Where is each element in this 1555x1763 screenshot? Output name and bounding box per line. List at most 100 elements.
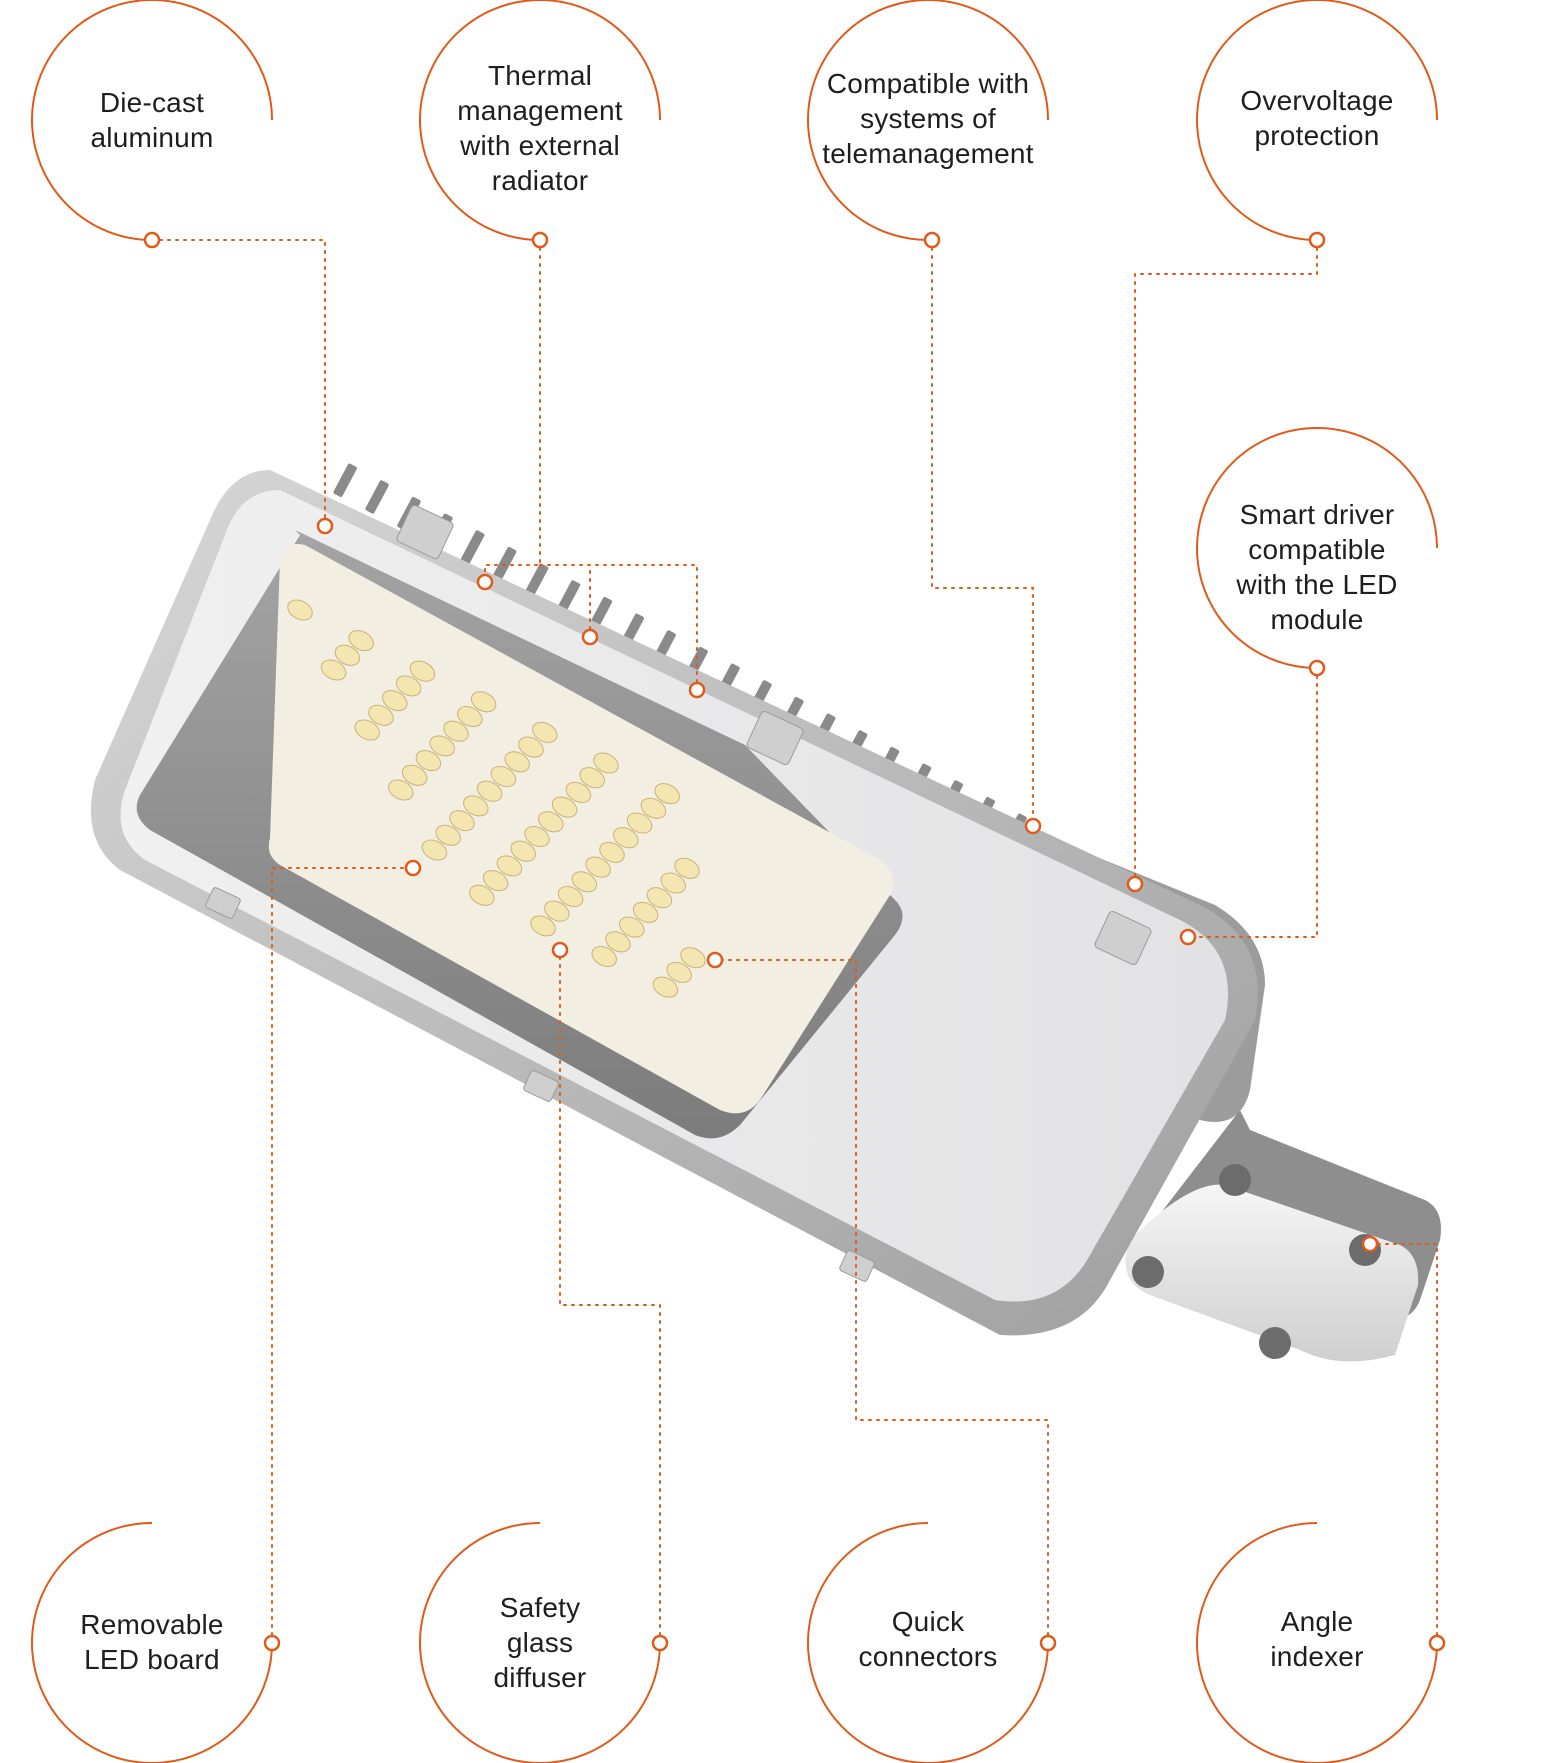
radiator-fin (556, 580, 581, 614)
leader-endpoint-marker (581, 628, 599, 646)
led-chip (435, 824, 461, 846)
led-chip (652, 976, 679, 998)
led-chip (585, 856, 611, 878)
led-chip (666, 961, 692, 983)
mount-bolts (1132, 1164, 1381, 1359)
led-chip (421, 839, 448, 861)
leader-endpoint-marker (1361, 1235, 1379, 1253)
callout-arc-safety-glass-diffuser (419, 1522, 661, 1763)
leader-endpoint-marker (1179, 928, 1197, 946)
radiator-fin (365, 480, 389, 514)
callout-smart-driver: Smart driver compatible with the LED mod… (1236, 499, 1398, 635)
leader-safety-glass-diffuser (559, 949, 661, 1644)
leader-endpoint-marker (551, 941, 569, 959)
led-chip (482, 870, 509, 892)
leader-endpoint-marker (651, 1634, 669, 1652)
led-chip (490, 765, 517, 788)
led-chip (476, 780, 503, 802)
led-chip (469, 884, 495, 906)
led-chip (571, 871, 598, 893)
led-chip (680, 947, 706, 969)
leader-endpoint-marker (1126, 875, 1144, 893)
leader-telemanagement (931, 239, 1034, 827)
leader-angle-indexer (1369, 1243, 1438, 1644)
leader-endpoint-marker (263, 1634, 281, 1652)
street-lamp-illustration (90, 463, 1441, 1362)
led-chip (646, 887, 673, 909)
led-chip (613, 827, 639, 849)
led-chip (443, 720, 469, 742)
led-chip (605, 931, 631, 953)
callout-arc-telemanagement (807, 0, 1049, 241)
leader-quick-connectors (714, 959, 1049, 1644)
leader-markers (143, 231, 1446, 1652)
led-chip (510, 840, 536, 862)
leader-endpoint-marker (1024, 817, 1042, 835)
callout-overvoltage-protection: Overvoltage protection (1240, 85, 1394, 151)
callout-angle-indexer: Angle indexer (1270, 1606, 1364, 1672)
leader-smart-driver (1187, 667, 1318, 938)
callout-arc-removable-led-board (31, 1522, 273, 1763)
led-chip (640, 797, 667, 819)
callout-die-cast-aluminum: Die-cast aluminum (90, 87, 214, 153)
led-chip (470, 691, 497, 713)
callout-arc-angle-indexer (1196, 1522, 1438, 1763)
leader-thermal-management (484, 239, 698, 691)
callout-thermal-management: Thermal management with external radiato… (457, 60, 623, 196)
led-chip (593, 752, 619, 774)
callout-arcs (31, 0, 1438, 1763)
leader-endpoint-marker (688, 681, 706, 699)
leader-endpoint-marker (316, 517, 334, 535)
led-chip (409, 660, 436, 682)
led-chip (382, 690, 408, 712)
callout-arc-die-cast-aluminum (31, 0, 273, 241)
led-chip (354, 719, 380, 741)
leader-lines (151, 239, 1438, 1644)
callout-arc-quick-connectors (807, 1522, 1049, 1763)
radiator-fin (492, 546, 517, 581)
led-chip (524, 825, 550, 848)
led-chip (530, 915, 556, 937)
led-chip (674, 857, 700, 879)
radiator-fin (461, 530, 485, 564)
leader-endpoint-marker (1308, 659, 1326, 677)
leader-die-cast-aluminum (151, 239, 326, 527)
leader-endpoint-marker (706, 951, 724, 969)
led-chip (496, 855, 523, 877)
leader-endpoint-marker (143, 231, 161, 249)
led-chip (368, 704, 394, 726)
callout-telemanagement: Compatible with systems of telemanagemen… (822, 68, 1034, 169)
led-chip (544, 900, 570, 922)
led-chip (504, 751, 530, 773)
leader-endpoint-marker (1308, 231, 1326, 249)
callout-safety-glass-diffuser: Safety glass diffuser (493, 1592, 587, 1693)
led-chip (457, 705, 483, 728)
led-chip (660, 872, 686, 894)
led-chip (395, 675, 422, 697)
leader-overvoltage-protection (1134, 239, 1318, 885)
leader-endpoint-marker (531, 231, 549, 249)
radiator-fin (524, 563, 549, 597)
led-chip (532, 721, 558, 743)
led-board (268, 544, 894, 1114)
led-chip (599, 841, 625, 863)
diffuser-clips (205, 504, 1152, 1282)
callout-arc-thermal-management (419, 0, 661, 241)
leader-endpoint-marker (923, 231, 941, 249)
callout-arc-smart-driver (1196, 427, 1438, 669)
led-chip (449, 810, 475, 832)
led-chip (654, 783, 680, 805)
led-chip (388, 779, 414, 801)
radiator-fin (333, 463, 357, 497)
leader-removable-led-board (271, 867, 414, 1644)
leader-endpoint-marker (476, 573, 494, 591)
led-chip (287, 599, 313, 621)
led-chip (579, 767, 605, 789)
led-array (287, 599, 706, 998)
leader-endpoint-marker (1428, 1634, 1446, 1652)
led-chip (415, 750, 442, 772)
callout-removable-led-board: Removable LED board (80, 1609, 224, 1675)
led-chip (557, 885, 584, 908)
led-chip (632, 901, 659, 923)
